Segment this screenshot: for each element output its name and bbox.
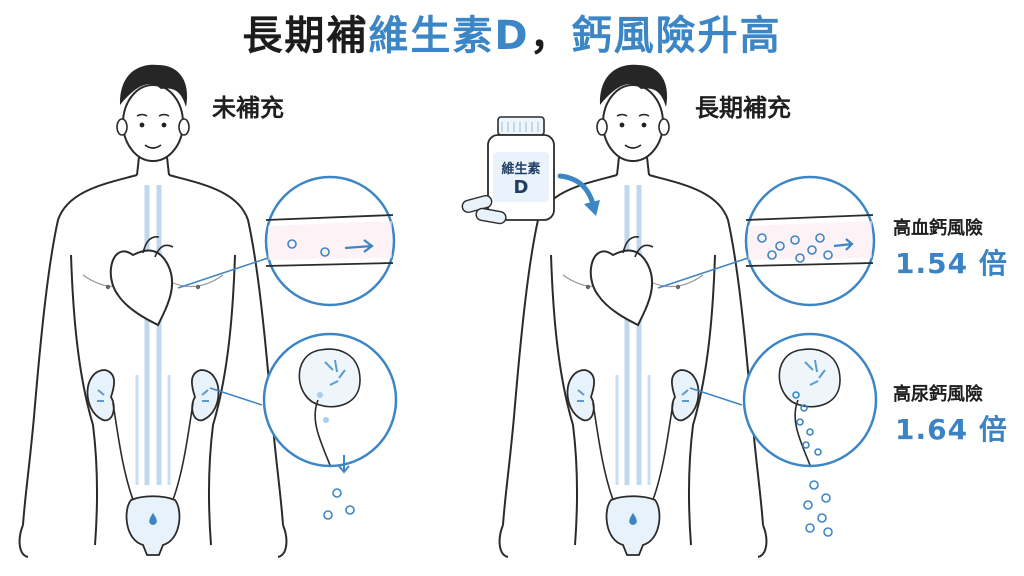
right-vessel-zoom [657,175,876,307]
hypercalciuria-risk-label: 高尿鈣風險 [893,384,983,405]
left-panel-label: 未補充 [212,94,284,122]
hypercalcemia-risk-label: 高血鈣風險 [893,218,983,239]
arrow-icon [557,173,600,216]
left-kidney-zoom [209,332,398,520]
page-title: 長期補維生素D，鈣風險升高 [0,6,1024,66]
right-kidney-zoom [689,332,878,537]
title-part-3: ， [529,13,572,59]
bottle-label-line2: D [513,177,529,198]
bottle-label-line1: 維生素 [501,162,541,177]
hypercalciuria-risk-value: 1.64 倍 [895,413,1008,446]
left-vessel-zoom [177,175,396,307]
title-part-4: 鈣風險升高 [571,13,782,59]
right-panel-label: 長期補充 [695,94,791,122]
vitamin-d-bottle-icon [487,116,555,221]
hypercalcemia-risk-value: 1.54 倍 [895,247,1008,280]
left-body-figure [20,65,287,557]
title-part-2: 維生素D [368,13,530,59]
capsule-pills-icon [461,194,507,225]
title-part-1: 長期補 [242,13,369,59]
